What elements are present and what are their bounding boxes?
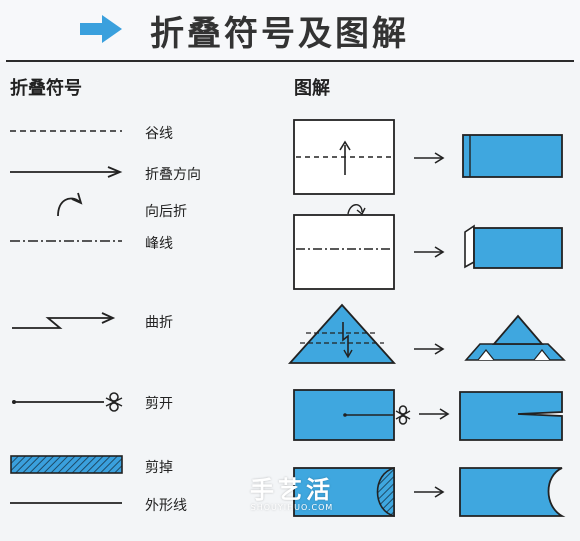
diagram-mountain-fold-before	[293, 204, 395, 290]
arrow-line-icon	[10, 166, 123, 178]
diagram-zigzag-fold-before	[287, 303, 397, 364]
label-cut: 剪开	[145, 396, 173, 412]
label-fold-direction: 折叠方向	[145, 167, 201, 183]
watermark: 手艺活 SHOUYIHUO.COM	[242, 470, 342, 512]
label-back-fold: 向后折	[145, 204, 187, 220]
title-divider	[6, 60, 574, 62]
right-arrow-icon	[80, 15, 122, 43]
hatched-bar-icon	[10, 455, 123, 474]
diagram-mountain-fold-after	[464, 224, 563, 269]
watermark-subtext: SHOUYIHUO.COM	[250, 503, 334, 512]
diagram-valley-fold-before	[293, 119, 395, 195]
diagram-cut-away-before	[293, 466, 395, 518]
title-bar: 折叠符号及图解	[0, 0, 580, 62]
label-outline: 外形线	[145, 498, 187, 514]
arrow-right-icon	[419, 408, 450, 420]
arrow-right-icon	[414, 152, 445, 164]
label-zigzag-fold: 曲折	[145, 315, 173, 331]
scissors-line-icon	[12, 392, 123, 412]
diagram-cut-before	[293, 389, 411, 441]
arrow-right-icon	[414, 486, 445, 498]
zigzag-arrow-icon	[12, 312, 116, 329]
diagram-zigzag-fold-after	[464, 314, 566, 361]
label-mountain-fold: 峰线	[145, 236, 173, 252]
arrow-right-icon	[414, 246, 445, 258]
diagrams-heading: 图解	[294, 78, 330, 99]
watermark-text: 手艺活	[250, 476, 334, 504]
label-valley-fold: 谷线	[145, 126, 173, 142]
symbols-heading: 折叠符号	[10, 78, 82, 99]
diagram-cut-away-after	[459, 467, 566, 517]
arrow-right-icon	[414, 343, 445, 355]
label-cut-away: 剪掉	[145, 460, 173, 476]
curved-arrow-icon	[57, 192, 83, 217]
diagram-cut-after	[459, 391, 563, 441]
diagram-valley-fold-after	[462, 134, 563, 178]
page-title: 折叠符号及图解	[150, 14, 409, 54]
